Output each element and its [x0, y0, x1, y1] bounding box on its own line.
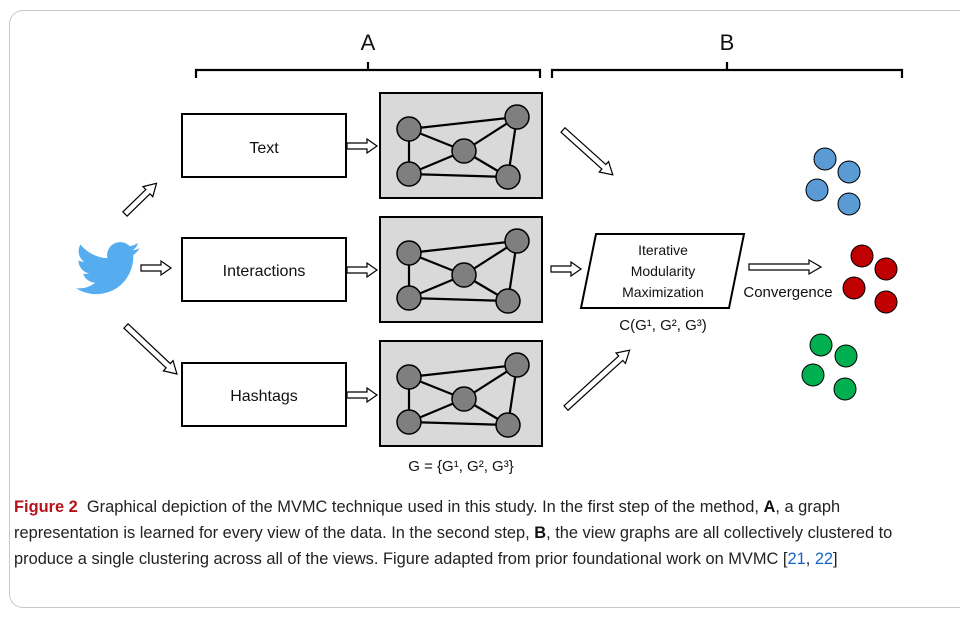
graph-panel-interactions — [379, 216, 543, 323]
caption-text-3: , the view graphs are all collectively c… — [14, 524, 893, 568]
cluster-green — [801, 333, 858, 401]
arrow-convergence — [748, 258, 823, 276]
process-line-1: Iterative — [638, 242, 688, 258]
caption-ref-b: B — [534, 524, 547, 542]
figure-frame — [9, 10, 960, 608]
arrow-hashtags-to-graph — [346, 386, 379, 404]
figure-caption: Figure 2 Graphical depiction of the MVMC… — [14, 494, 944, 572]
graph-panel-text — [379, 92, 543, 199]
bracket-a — [194, 68, 542, 78]
arrow-bird-to-hashtags — [123, 322, 178, 375]
section-b-label: B — [720, 30, 735, 55]
caption-label: Figure 2 — [14, 498, 78, 516]
arrow-graph-interactions-to-process — [550, 260, 583, 278]
caption-text-1: Graphical depiction of the MVMC techniqu… — [86, 498, 764, 516]
citation-link-22[interactable]: 22 — [814, 550, 834, 568]
arrow-bird-to-interactions — [140, 259, 173, 277]
view-interactions-label: Interactions — [223, 263, 306, 280]
process-box: Iterative Modularity Maximization — [579, 233, 746, 309]
arrow-graph-text-to-process — [560, 126, 614, 176]
arrow-bird-to-text — [122, 182, 158, 217]
graph-panel-hashtags — [379, 340, 543, 447]
view-hashtags-box: Hashtags — [181, 362, 347, 427]
process-formula: C(G¹, G², G³) — [619, 317, 706, 334]
cluster-red — [842, 244, 898, 314]
mvmc-diagram: A B Text Interactions Hashtags — [76, 30, 904, 475]
view-text-box: Text — [181, 113, 347, 178]
graphs-set-label: G = {G¹, G², G³} — [408, 458, 513, 475]
view-hashtags-label: Hashtags — [230, 388, 298, 405]
twitter-bird-icon — [76, 242, 140, 295]
view-interactions-box: Interactions — [181, 237, 347, 302]
arrow-interactions-to-graph — [346, 261, 379, 279]
citation-link-21[interactable]: 21 — [787, 550, 806, 568]
arrow-text-to-graph — [346, 137, 379, 155]
process-line-2: Modularity — [631, 263, 696, 279]
caption-sep: , — [805, 550, 815, 568]
section-a-label: A — [361, 30, 376, 55]
cluster-blue — [805, 147, 861, 216]
caption-end: ] — [833, 550, 838, 568]
caption-text-2: , a graph representation is learned for … — [14, 498, 841, 542]
arrow-graph-hashtags-to-process — [563, 349, 631, 412]
convergence-label: Convergence — [743, 284, 832, 301]
view-text-label: Text — [249, 140, 279, 157]
caption-ref-a: A — [763, 498, 776, 516]
process-line-3: Maximization — [622, 284, 704, 300]
bracket-b — [550, 68, 904, 78]
